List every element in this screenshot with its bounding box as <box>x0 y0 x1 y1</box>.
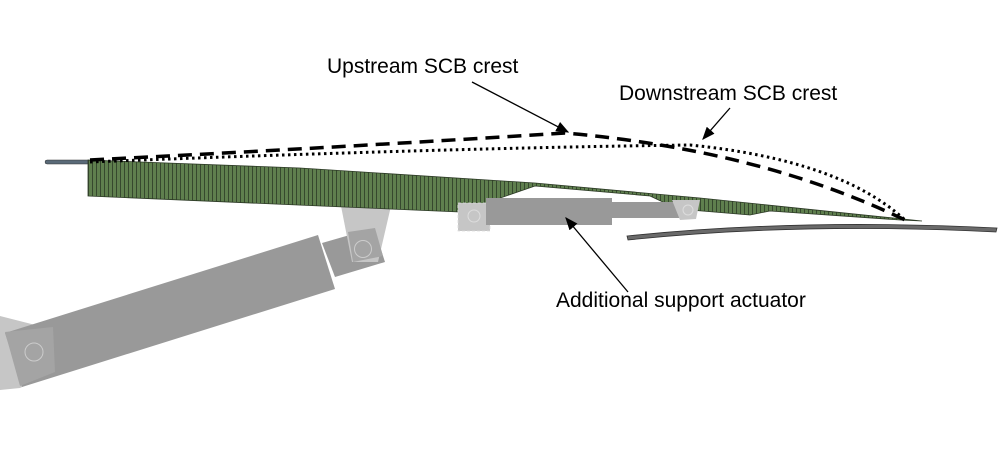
main-actuator-cylinder <box>5 235 335 387</box>
leading-rod <box>44 159 92 165</box>
support-actuator-rod <box>612 202 680 218</box>
pivot-icon <box>682 204 694 216</box>
support-actuator-mount <box>457 202 491 232</box>
support-actuator <box>457 198 700 232</box>
base-pivot <box>5 327 55 386</box>
downstream-crest-line <box>89 143 907 222</box>
support-actuator-label: Additional support actuator <box>556 289 806 312</box>
pivot-icon <box>354 240 372 258</box>
upstream-crest-label: Upstream SCB crest <box>327 55 519 78</box>
rod-pivot <box>348 228 383 262</box>
upstream-arrow <box>471 81 570 133</box>
upstream-crest-line <box>89 131 906 222</box>
actuator-arrow <box>565 217 629 293</box>
downstream-crest-label: Downstream SCB crest <box>619 82 838 105</box>
downstream-plate <box>626 224 998 241</box>
pivot-icon <box>24 342 44 362</box>
downstream-arrow <box>702 107 731 140</box>
pivot-icon <box>467 209 481 223</box>
support-actuator-bracket <box>672 200 700 220</box>
main-actuator <box>0 206 391 390</box>
support-actuator-cylinder <box>486 198 612 225</box>
